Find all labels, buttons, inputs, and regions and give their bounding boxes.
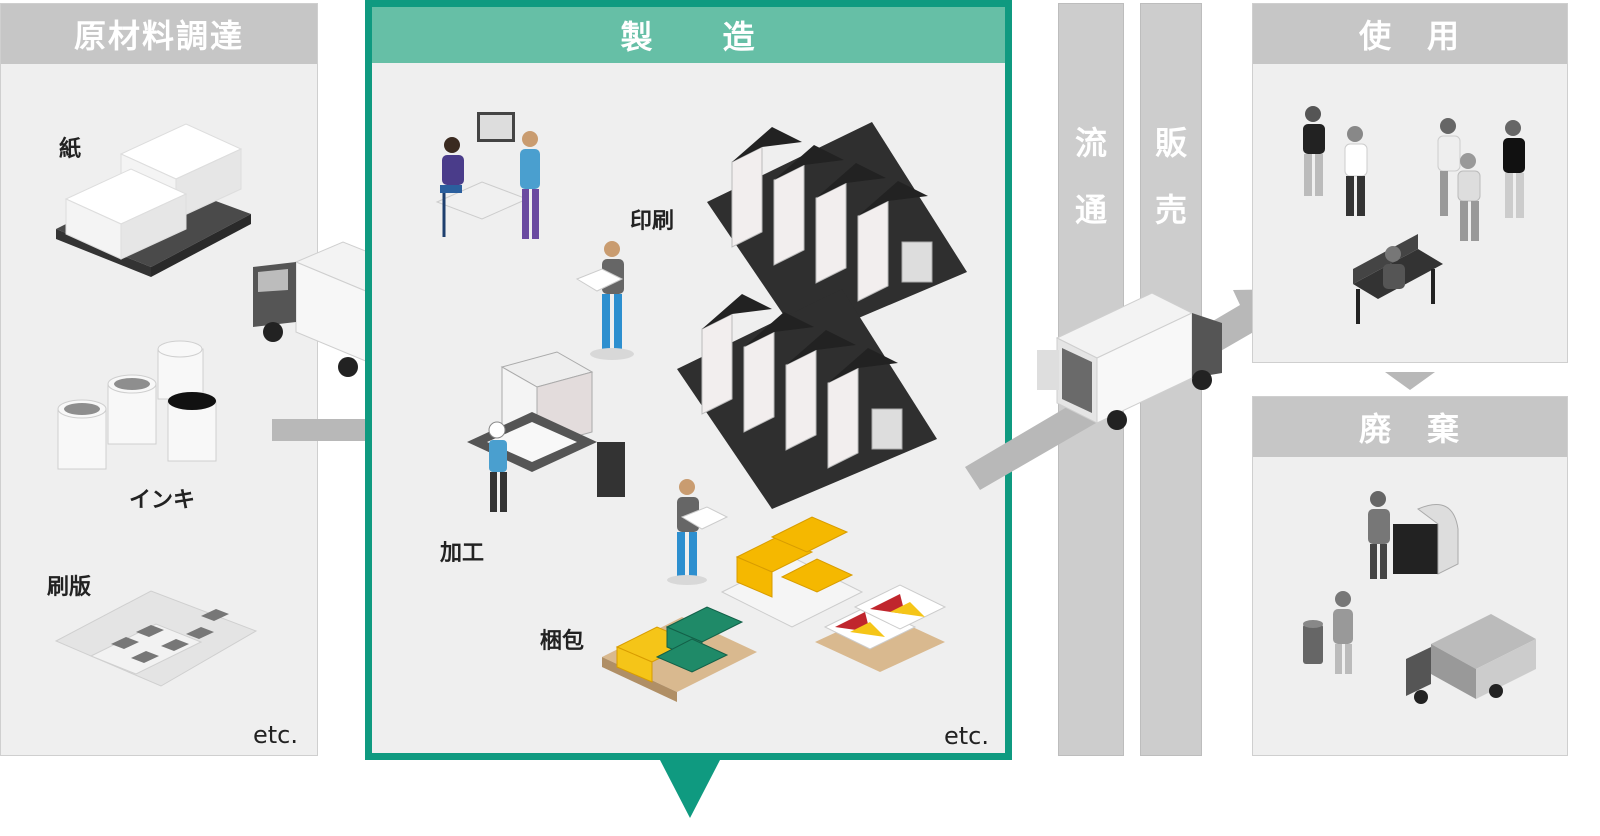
distribution-char-2: 通	[1074, 191, 1107, 229]
sales-char-2: 売	[1154, 191, 1187, 229]
manufacturing-panel: 製 造 印刷 加工 梱包 etc.	[365, 0, 1012, 760]
cutting-machine-icon	[467, 351, 625, 512]
use-header: 使 用	[1253, 4, 1567, 64]
truck-icon	[1037, 292, 1222, 430]
paper-stack-icon	[56, 123, 251, 277]
ink-label: インキ	[129, 488, 196, 513]
manufacturing-header: 製 造	[372, 7, 1005, 63]
arrow-down-icon	[660, 760, 720, 818]
manufacturing-title: 製 造	[620, 18, 757, 56]
pallet-icon	[602, 606, 757, 702]
pallet-icon	[815, 584, 947, 672]
raw-materials-etc: etc.	[253, 721, 298, 749]
raw-materials-header: 原材料調達	[1, 4, 317, 64]
printing-label: 印刷	[630, 209, 675, 234]
distribution-char-1: 流	[1074, 124, 1107, 162]
garbage-truck-icon	[1406, 614, 1536, 704]
disposal-header: 廃 棄	[1253, 397, 1567, 457]
worker-icon	[1437, 118, 1525, 241]
pallet-icon	[720, 516, 864, 628]
disposal-panel: 廃 棄	[1252, 396, 1568, 756]
use-panel: 使 用	[1252, 3, 1568, 363]
plate-label: 刷版	[47, 575, 92, 600]
printing-press-icon	[677, 289, 937, 509]
trash-bin-icon	[1303, 591, 1353, 674]
raw-materials-title: 原材料調達	[73, 17, 244, 55]
bench-person-icon	[1353, 234, 1443, 324]
printing-plate-icon	[54, 590, 258, 687]
disposal-title: 廃 棄	[1358, 410, 1461, 448]
ink-can-icon	[57, 340, 217, 470]
trash-bin-icon	[1368, 491, 1459, 579]
worker-icon	[435, 112, 540, 239]
use-title: 使 用	[1358, 17, 1461, 55]
processing-label: 加工	[440, 541, 485, 566]
manufacturing-etc: etc.	[944, 722, 989, 750]
worker-icon	[575, 241, 634, 360]
printing-press-icon	[707, 122, 967, 342]
paper-label: 紙	[59, 137, 82, 162]
worker-icon	[1303, 106, 1368, 216]
packing-label: 梱包	[540, 629, 585, 654]
arrow-down-icon	[1385, 372, 1435, 390]
worker-icon	[667, 479, 729, 585]
sales-char-1: 販	[1154, 124, 1187, 162]
raw-materials-panel: 原材料調達 紙 インキ 刷版 etc.	[0, 3, 318, 756]
